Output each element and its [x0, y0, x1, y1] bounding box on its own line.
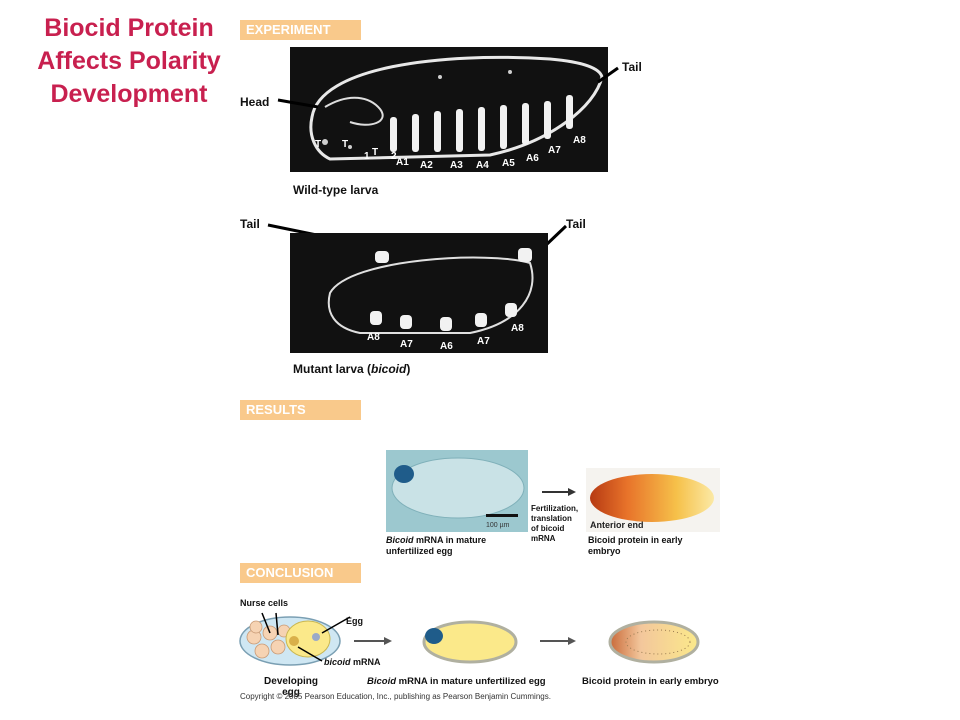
early-embryo-drawing: [590, 474, 714, 522]
wild-type-larva-photo: T T 1 T 2 A1 A2 A3 A4 A5 A6 A7 A8: [290, 47, 608, 172]
segment-label: A8: [511, 323, 524, 334]
segment-label: A6: [440, 341, 453, 352]
nurse-cells-label: Nurse cells: [240, 598, 289, 608]
segment-label: 1: [364, 151, 370, 162]
anterior-end-label: Anterior end: [590, 520, 644, 530]
experiment-header: EXPERIMENT: [240, 20, 361, 40]
segment-label: A8: [367, 332, 380, 343]
segment-label: A5: [502, 158, 515, 169]
conclusion-header: CONCLUSION: [240, 563, 361, 583]
tail-label-mutant-right: Tail: [566, 217, 586, 231]
copyright-notice: Copyright © 2005 Pearson Education, Inc.…: [240, 692, 551, 701]
segment-label: T: [372, 147, 379, 158]
mutant-caption: Mutant larva (bicoid): [293, 362, 411, 376]
mrna-caption: Bicoid mRNA in mature unfertilized egg: [386, 535, 487, 556]
mature-egg-diagram: [422, 620, 518, 664]
mature-egg-label: Bicoid mRNA in mature unfertilized egg: [367, 676, 546, 687]
segment-label: A3: [450, 160, 463, 171]
fertilization-caption: Fertilization, translation of bicoid mRN…: [531, 504, 579, 543]
segment-label: A4: [476, 160, 489, 171]
unfertilized-egg-drawing: [391, 457, 525, 519]
segment-label: A6: [526, 153, 539, 164]
egg-label: Egg: [346, 616, 363, 626]
early-embryo-diagram: [608, 620, 700, 664]
segment-label: T: [315, 139, 322, 150]
wild-type-larva-drawing: [309, 55, 604, 161]
mutant-larva-drawing: [327, 248, 534, 334]
scale-bar: [486, 514, 518, 517]
results-header: RESULTS: [240, 400, 361, 420]
tail-label-mutant-left: Tail: [240, 217, 260, 231]
protein-caption: Bicoid protein in early embryo: [588, 535, 683, 556]
segment-label: A7: [548, 145, 561, 156]
segment-label: 2: [391, 151, 397, 162]
segment-label: A2: [420, 160, 433, 171]
tail-label-wild-type: Tail: [622, 60, 642, 74]
early-embryo-label: Bicoid protein in early embryo: [582, 676, 719, 687]
segment-label: A1: [396, 157, 409, 168]
slide-title: Biocid Protein Affects Polarity Developm…: [37, 14, 221, 108]
scale-bar-label: 100 µm: [486, 522, 510, 529]
segment-label: T: [342, 139, 349, 150]
head-label: Head: [240, 95, 270, 109]
segment-label: A8: [573, 135, 586, 146]
bicoid-mrna-label: bicoid mRNA: [324, 657, 381, 667]
developing-egg-diagram: [239, 612, 351, 666]
developing-egg-label: Developing egg: [264, 676, 318, 698]
segment-label: A7: [477, 336, 490, 347]
bicoid-protein-micrograph: Anterior end: [586, 468, 720, 532]
mutant-larva-photo: A8 A7 A6 A7 A8: [290, 233, 548, 353]
bicoid-mrna-micrograph: 100 µm: [386, 450, 528, 532]
wild-type-caption: Wild-type larva: [293, 183, 379, 197]
segment-label: A7: [400, 339, 413, 350]
